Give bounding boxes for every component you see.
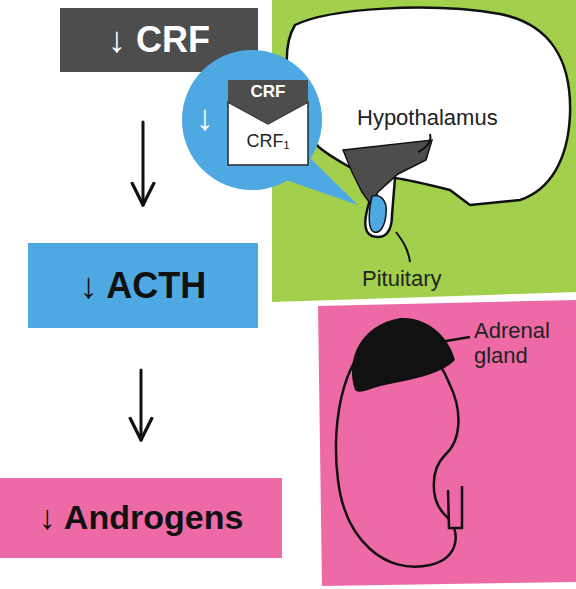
hypothalamus-shape bbox=[343, 140, 432, 206]
ureter-shape bbox=[448, 486, 462, 528]
leader-line bbox=[440, 337, 470, 342]
leader-line bbox=[396, 232, 410, 262]
node-text: CRF₁ bbox=[228, 132, 308, 152]
pink-panel bbox=[318, 300, 576, 586]
green-panel bbox=[272, 0, 576, 302]
node-text: ↓ CRF bbox=[108, 20, 210, 60]
flow-arrow bbox=[142, 122, 145, 205]
part-label: Hypothalamus bbox=[357, 105, 547, 130]
process-box: ↓ Androgens bbox=[0, 478, 282, 558]
node-text: ↓ ACTH bbox=[80, 266, 207, 306]
node-text: ↓ Androgens bbox=[39, 499, 244, 536]
node-text: ↓ bbox=[196, 98, 214, 138]
process-box: ↓ ACTH bbox=[28, 243, 258, 328]
callout-bubble: ↓ CRF CRF₁ bbox=[182, 50, 322, 190]
flow-arrow bbox=[140, 370, 143, 440]
pituitary-shape bbox=[369, 196, 386, 233]
leader-line bbox=[418, 134, 430, 152]
part-label: Pituitary bbox=[362, 266, 482, 291]
node-text: CRF bbox=[228, 83, 308, 102]
envelope-flap bbox=[228, 80, 308, 124]
part-label: Adrenal gland bbox=[474, 318, 572, 369]
receptor-envelope: CRF CRF₁ bbox=[228, 80, 308, 165]
brain-outline bbox=[287, 8, 570, 237]
bubble-circle bbox=[182, 50, 322, 190]
adrenal-gland-shape bbox=[352, 318, 455, 392]
